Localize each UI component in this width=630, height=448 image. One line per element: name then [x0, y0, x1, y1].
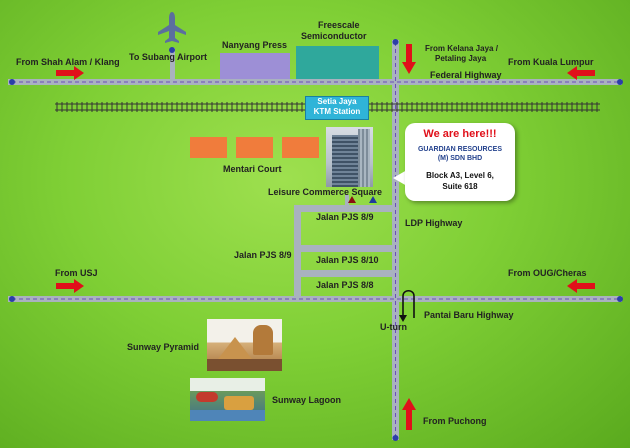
sunway-lagoon-photo [190, 378, 265, 421]
sunway-pyramid-label: Sunway Pyramid [127, 342, 200, 352]
sunway-pyramid-photo [207, 319, 282, 371]
leisure-commerce-square-building [326, 127, 373, 187]
nanyang-press-label: Nanyang Press [222, 40, 288, 50]
location-marker-icon [369, 196, 377, 203]
callout-address-line-2: Suite 618 [442, 182, 478, 191]
ktm-station-type: KTM Station [313, 107, 361, 116]
ktm-station-name: Setia Jaya [317, 97, 357, 106]
freescale-label-line-2: Semiconductor [301, 31, 367, 41]
ldp-highway-label: LDP Highway [405, 218, 463, 228]
ktm-station-box: Setia Jaya KTM Station [305, 96, 369, 120]
jalan-pjs-8-10-label: Jalan PJS 8/10 [316, 255, 379, 265]
u-turn-icon [399, 289, 415, 322]
jalan-pjs-8-9-top-road [294, 205, 394, 212]
freescale-semiconductor-block [296, 46, 379, 79]
direction-arrow-icon [56, 66, 84, 80]
location-marker-icon [348, 196, 356, 203]
pantai-baru-highway-label: Pantai Baru Highway [424, 310, 514, 320]
road-end-dot [392, 435, 399, 441]
road-end-dot [392, 39, 399, 45]
road-end-dot [169, 47, 175, 53]
from-oug-cheras-label: From OUG/Cheras [508, 268, 587, 278]
road-end-dot [9, 79, 15, 85]
from-puchong-label: From Puchong [423, 416, 487, 426]
jalan-pjs-8-9-left-label: Jalan PJS 8/9 [234, 250, 292, 260]
callout-address-line-1: Block A3, Level 6, [426, 171, 494, 180]
from-kelana-jaya-label-line-2: Petaling Jaya [435, 54, 487, 63]
sunway-lagoon-label: Sunway Lagoon [272, 395, 342, 405]
road-end-dot [617, 296, 623, 302]
nanyang-press-block [220, 53, 290, 79]
jalan-pjs-8-8-label: Jalan PJS 8/8 [316, 280, 374, 290]
from-usj-label: From USJ [55, 268, 98, 278]
callout-company-line-2: (M) SDN BHD [437, 155, 483, 162]
mentari-court-block-1 [190, 137, 227, 158]
direction-arrow-icon [402, 44, 416, 74]
direction-arrow-icon [402, 398, 416, 430]
jalan-pjs-8-9-left-road [294, 205, 301, 300]
callout-company-line-1: GUARDIAN RESOURCES [417, 146, 502, 153]
mentari-court-block-3 [282, 137, 319, 158]
leisure-commerce-square-label: Leisure Commerce Square [268, 187, 383, 197]
road-end-dot [617, 79, 623, 85]
mentari-court-label: Mentari Court [223, 164, 282, 174]
freescale-label-line-1: Freescale [318, 20, 360, 30]
we-are-here-callout: We are here!!! GUARDIAN RESOURCES (M) SD… [405, 123, 515, 201]
jalan-pjs-8-8-road [300, 270, 394, 277]
road-end-dot [9, 296, 15, 302]
federal-highway-label: Federal Highway [430, 70, 502, 80]
jalan-pjs-8-9-top-label: Jalan PJS 8/9 [316, 212, 374, 222]
to-subang-airport-label: To Subang Airport [129, 52, 207, 62]
access-road [345, 195, 349, 207]
airplane-icon [158, 12, 186, 43]
direction-arrow-icon [567, 279, 595, 293]
callout-pointer [393, 170, 407, 186]
from-shah-alam-label: From Shah Alam / Klang [16, 57, 120, 67]
from-kelana-jaya-label-line-1: From Kelana Jaya / [425, 44, 498, 53]
u-turn-label: U-turn [380, 322, 407, 332]
callout-title: We are here!!! [423, 128, 497, 140]
jalan-pjs-8-10-road [300, 245, 394, 252]
direction-arrow-icon [567, 66, 595, 80]
subang-airport-road [170, 48, 175, 82]
direction-arrow-icon [56, 279, 84, 293]
mentari-court-block-2 [236, 137, 273, 158]
from-kuala-lumpur-label: From Kuala Lumpur [508, 57, 594, 67]
